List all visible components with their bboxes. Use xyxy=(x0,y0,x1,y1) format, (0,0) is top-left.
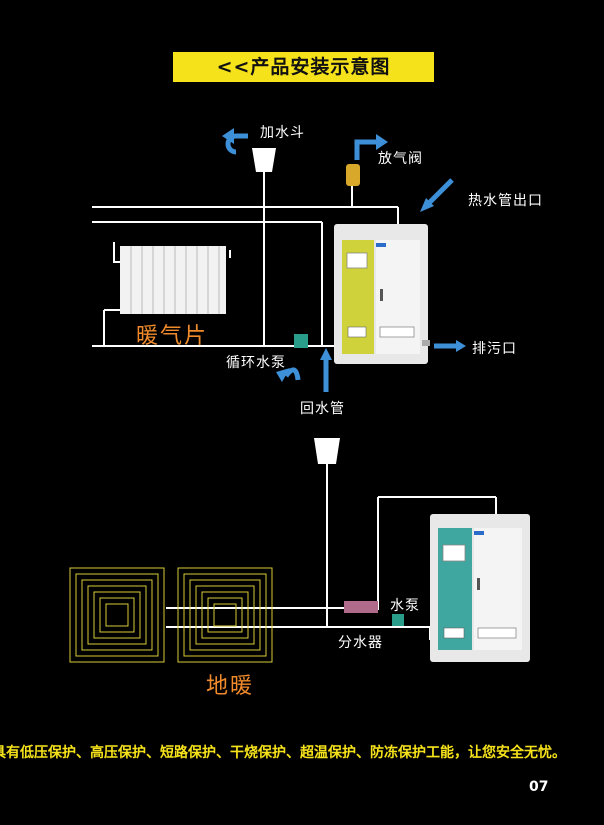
funnel-icon-2 xyxy=(314,438,340,464)
radiator-icon xyxy=(120,246,226,314)
floor-heating-coil-left xyxy=(69,567,165,663)
label-air-valve: 放气阀 xyxy=(378,151,423,167)
label-drain: 排污口 xyxy=(472,341,517,357)
label-return: 回水管 xyxy=(300,401,345,417)
boiler-unit-2 xyxy=(430,514,530,662)
label-radiator: 暖气片 xyxy=(136,324,209,349)
floor-heating-coil-right xyxy=(177,567,273,663)
page-number: 07 xyxy=(529,779,549,795)
pump-icon-2 xyxy=(392,614,404,626)
arrowheads-1 xyxy=(222,128,466,382)
funnel-icon xyxy=(252,148,276,172)
page-title: <<产品安装示意图 xyxy=(173,52,434,82)
label-funnel: 加水斗 xyxy=(260,125,305,141)
pipes-top xyxy=(92,170,399,347)
manifold-icon xyxy=(344,601,378,613)
label-pump-2: 水泵 xyxy=(390,598,420,614)
label-pump: 循环水泵 xyxy=(226,355,286,371)
boiler-unit-1 xyxy=(334,224,430,364)
flow-arrows-1 xyxy=(225,133,458,392)
label-floor-heating: 地暖 xyxy=(206,674,255,699)
footer-text: 具有低压保护、高压保护、短路保护、干烧保护、超温保护、防冻保护工能，让您安全无忧… xyxy=(0,745,566,761)
label-manifold: 分水器 xyxy=(338,635,383,651)
air-valve-icon xyxy=(346,164,360,186)
label-hot-outlet: 热水管出口 xyxy=(468,193,543,209)
circulation-pump-icon xyxy=(294,334,308,348)
